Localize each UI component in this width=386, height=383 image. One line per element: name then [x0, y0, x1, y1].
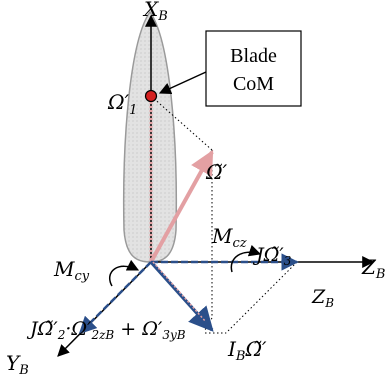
mcy-moment-arc — [109, 259, 140, 287]
callout-line2: CoM — [233, 73, 274, 95]
blade-shape — [122, 10, 178, 263]
cross-product-label: JΩ̃′2·Ω′2zB + Ω′3yB — [26, 318, 186, 342]
omega-prime-label: Ω̃′ — [205, 160, 228, 184]
blade-com-dot — [144, 89, 158, 103]
callout-pointer — [158, 71, 207, 94]
omega-prime-vector — [149, 149, 214, 263]
yb-label: YB — [6, 351, 29, 378]
j-omega2-vector — [78, 261, 152, 335]
construction-lines — [150, 95, 298, 334]
zb-inner-label: ZB — [311, 286, 334, 310]
xb-label: XB — [142, 0, 168, 24]
zb-axis-label: ZB — [361, 255, 385, 282]
callout-box — [205, 30, 302, 107]
j-omega3-label: JΩ̃′3 — [252, 244, 292, 268]
mcy-label: Mcy — [53, 257, 90, 284]
ib-omega-vector — [149, 260, 214, 332]
ib-omega-overlay — [152, 261, 207, 323]
mcz-moment-arc — [230, 244, 262, 273]
callout-line1: Blade — [230, 45, 277, 67]
mcz-label: Mcz — [211, 224, 247, 251]
omega1-label: Ω′1 — [107, 90, 137, 118]
ib-omega-label: IBΩ̃′ — [227, 337, 267, 364]
